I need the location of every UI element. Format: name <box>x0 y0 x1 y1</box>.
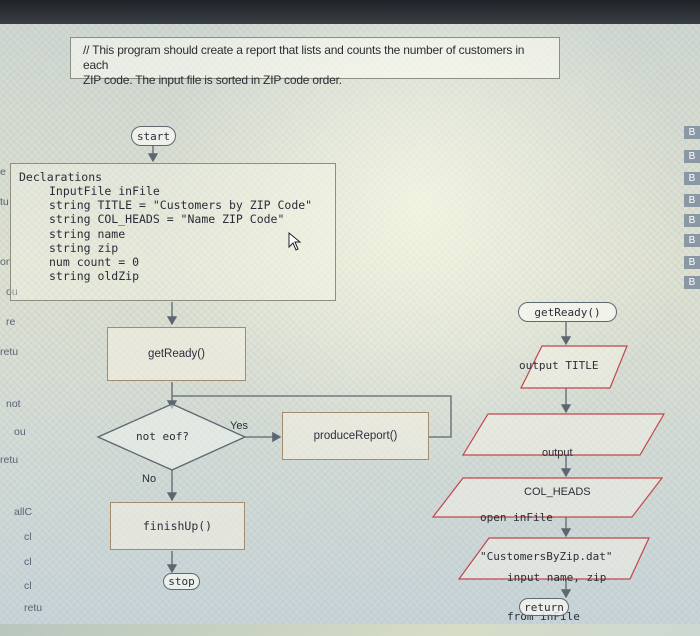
decision-diamond <box>96 403 247 471</box>
declaration-line: InputFile inFile <box>49 184 160 198</box>
right-fragment: B <box>684 150 700 163</box>
decision-label: not eof? <box>136 430 189 443</box>
left-fragment: not <box>6 398 21 410</box>
left-fragment: ou <box>6 286 18 298</box>
right-fragment: B <box>684 194 700 207</box>
monitor-bezel <box>0 0 700 24</box>
left-fragment: e <box>0 166 6 178</box>
program-comment: // This program should create a report t… <box>70 37 560 87</box>
open-file-label: open inFile "CustomersByZip.dat" <box>480 485 612 576</box>
declaration-line: string TITLE = "Customers by ZIP Code" <box>49 198 313 213</box>
yes-label: Yes <box>230 420 248 432</box>
declaration-line: string oldZip <box>49 269 140 284</box>
right-fragment: B <box>684 256 700 269</box>
input-label: input name, zip from inFile <box>507 545 606 636</box>
mouse-cursor-icon <box>288 232 302 251</box>
open-file-line1: open inFile <box>480 511 553 524</box>
left-fragment: on <box>0 256 12 268</box>
declaration-line: num count = 0 <box>49 255 140 270</box>
comment-line-2: ZIP code. The input file is sorted in ZI… <box>83 73 342 87</box>
left-fragment: re <box>6 316 16 328</box>
declaration-line: string name <box>49 226 126 241</box>
stop-terminal: stop <box>163 573 200 590</box>
declarations-title: Declarations <box>19 170 103 184</box>
comment-line-1: // This program should create a report t… <box>83 43 525 72</box>
left-fragment: retu <box>0 454 19 466</box>
left-fragment: allC <box>14 506 33 518</box>
getready-process: getReady() <box>107 327 246 381</box>
producereport-process: produceReport() <box>282 412 429 460</box>
declaration-line: string zip <box>49 240 119 255</box>
output-colheads-label: output COL_HEADS <box>524 421 591 512</box>
right-fragment: B <box>684 276 700 289</box>
no-label: No <box>142 473 157 485</box>
finishup-process: finishUp() <box>110 502 245 550</box>
right-fragment: B <box>684 172 700 185</box>
edge-loop-back <box>172 395 452 438</box>
start-terminal: start <box>131 126 176 146</box>
left-fragment: retu <box>24 602 43 614</box>
left-fragment: cl <box>24 531 32 543</box>
output-title-label: output TITLE <box>519 359 599 372</box>
io-input <box>457 537 650 580</box>
declarations-box: Declarations InputFile inFile string TIT… <box>10 163 336 301</box>
io-open-file <box>431 477 664 518</box>
right-fragment: B <box>684 214 700 227</box>
left-fragment: cl <box>24 580 32 592</box>
right-fragment: B <box>684 126 700 139</box>
io-output-colheads <box>461 413 666 456</box>
right-fragment: B <box>684 234 700 247</box>
output-colheads-line2: COL_HEADS <box>524 486 591 498</box>
output-colheads-line1: output <box>542 447 573 459</box>
left-fragment: tu <box>0 196 9 208</box>
left-fragment: ou <box>14 426 26 438</box>
getready-module-start: getReady() <box>518 302 617 322</box>
declaration-line: string COL_HEADS = "Name ZIP Code" <box>49 212 285 227</box>
return-terminal: return <box>519 598 569 616</box>
input-line1: input name, zip <box>507 571 607 584</box>
left-fragment: retu <box>0 346 19 358</box>
io-output-title <box>520 345 628 389</box>
open-file-line2: "CustomersByZip.dat" <box>480 550 613 563</box>
left-fragment: cl <box>24 556 32 568</box>
